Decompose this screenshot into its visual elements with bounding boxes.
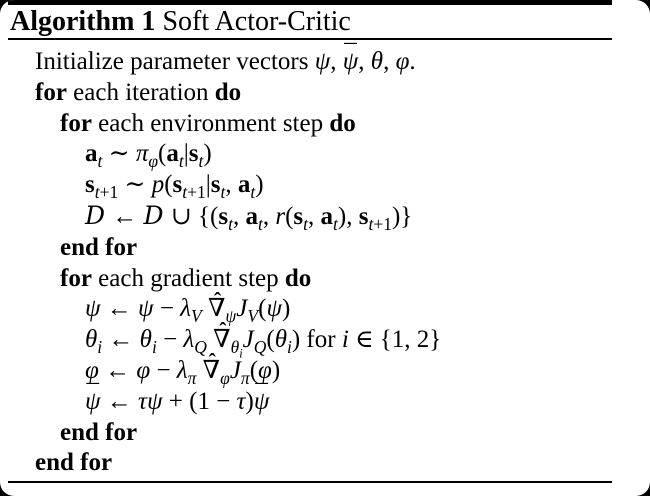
algorithm-line-11: φ ← φ − λπ ˆ∇φJπ(φ) — [85, 349, 281, 388]
algorithm-line-6: D ← D ∪ {(st, at, r(st, at), st+1)} — [85, 200, 413, 234]
top-rule — [8, 0, 612, 5]
algorithm-line-8: for each gradient step do — [60, 264, 312, 292]
algorithm-line-10: θi ← θi − λQ ˆ∇θiJQ(θi) for i ∈ {1, 2} — [85, 318, 442, 361]
header-rule — [8, 38, 612, 40]
algorithm-line-7: end for — [60, 233, 138, 261]
algorithm-line-3: for each environment step do — [60, 109, 356, 137]
bottom-rule — [8, 481, 612, 483]
algorithm-title: Soft Actor-Critic — [155, 6, 351, 37]
algorithm-line-4: at ∼ πφ(at|st) — [85, 140, 212, 172]
algorithm-body: Initialize parameter vectors ψ, ¯ψ, θ, φ… — [0, 41, 642, 479]
algorithm-line-9: ψ ← ψ − λV ˆ∇ψJV(ψ) — [85, 287, 291, 327]
algorithm-line-2: for each iteration do — [35, 78, 242, 106]
algorithm-line-13: end for — [60, 418, 138, 446]
algorithm-line-12: ¯ψ ← τψ + (1 − τ)¯ψ — [85, 380, 270, 415]
algorithm-line-5: st+1 ∼ p(st+1|st, at) — [85, 171, 264, 203]
algorithm-header: Algorithm 1 Soft Actor-Critic — [10, 5, 351, 38]
algorithm-line-1: Initialize parameter vectors ψ, ¯ψ, θ, φ… — [35, 41, 416, 75]
algorithm-label: Algorithm 1 — [10, 6, 156, 37]
algorithm-line-14: end for — [35, 449, 113, 477]
